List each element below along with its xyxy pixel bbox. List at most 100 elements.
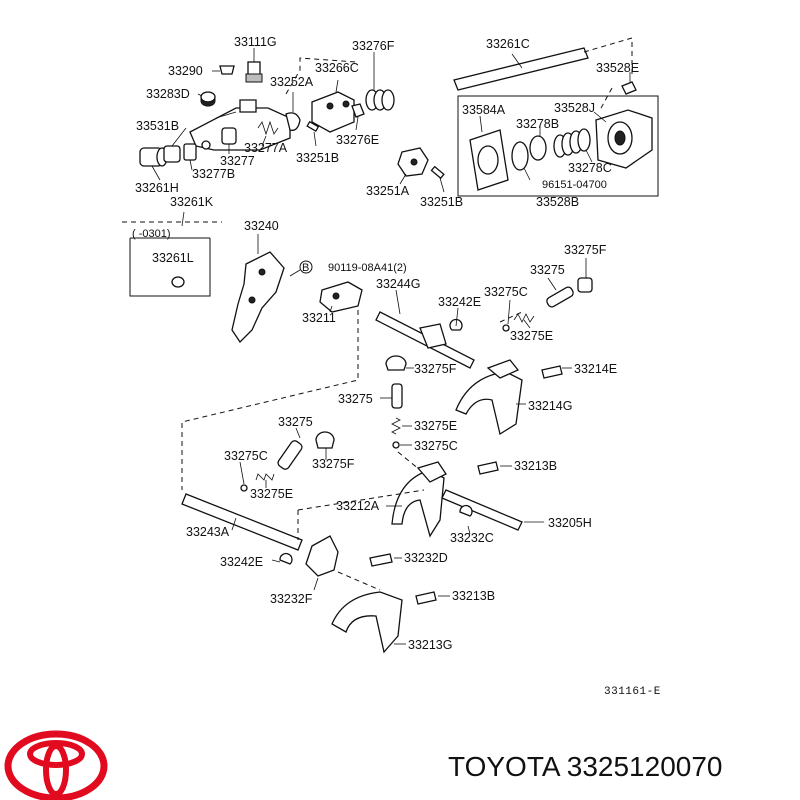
label-33283D: 33283D xyxy=(146,87,190,101)
label-33275-left: 33275 xyxy=(278,415,313,429)
label-33232F: 33232F xyxy=(270,592,313,606)
label-33278B: 33278B xyxy=(516,117,559,131)
label-33244G: 33244G xyxy=(376,277,420,291)
part-33232C xyxy=(459,504,473,517)
label-33251A: 33251A xyxy=(366,184,410,198)
label-33276F: 33276F xyxy=(352,39,395,53)
part-33251B-bottom xyxy=(430,165,445,180)
label-33528J: 33528J xyxy=(554,101,595,115)
part-33531B xyxy=(163,145,181,163)
label-33232C: 33232C xyxy=(450,531,494,545)
label-96151-04700: 96151-04700 xyxy=(542,179,607,191)
label-33277: 33277 xyxy=(220,154,255,168)
label-33212A: 33212A xyxy=(336,499,380,513)
part-33213B-bottom xyxy=(415,591,437,605)
label-33243A: 33243A xyxy=(186,525,230,539)
variant-box-33261L xyxy=(122,211,222,297)
label-33252A: 33252A xyxy=(270,75,314,89)
label-33275E-left: 33275E xyxy=(250,487,293,501)
part-33528E xyxy=(621,81,637,95)
label-0301: ( -0301) xyxy=(132,228,171,240)
label-33277B: 33277B xyxy=(192,167,235,181)
part-33275E-left xyxy=(255,473,275,481)
label-33275-mid: 33275 xyxy=(338,392,373,406)
part-33275-right xyxy=(546,286,574,308)
part-33277 xyxy=(221,127,237,145)
part-33278B xyxy=(529,135,547,161)
label-33275C-left: 33275C xyxy=(224,449,268,463)
label-33232D: 33232D xyxy=(404,551,448,565)
part-33214E xyxy=(541,365,563,379)
part-33243A xyxy=(181,493,303,551)
part-33261L xyxy=(171,276,185,288)
part-33240 xyxy=(231,251,285,344)
label-33531B: 33531B xyxy=(136,119,179,133)
label-33111G: 33111G xyxy=(234,35,277,49)
part-33232F xyxy=(305,535,339,577)
part-33275C-mid xyxy=(392,441,400,449)
label-33290: 33290 xyxy=(168,64,203,78)
label-33275-right: 33275 xyxy=(530,263,565,277)
part-33275C-right xyxy=(502,324,510,332)
part-33252A xyxy=(285,112,301,131)
part-33290 xyxy=(219,65,235,75)
label-33214E: 33214E xyxy=(574,362,617,376)
shift-fork-33213G-group xyxy=(271,535,450,654)
label-33275C-mid: 33275C xyxy=(414,439,458,453)
part-33275F-mid xyxy=(385,355,407,371)
label-33261L: 33261L xyxy=(152,251,194,265)
label-33275E-right: 33275E xyxy=(510,329,553,343)
label-33261C: 33261C xyxy=(486,37,530,51)
box-33528B xyxy=(457,95,659,197)
part-33242E-left xyxy=(279,552,293,565)
label-33213B-top: 33213B xyxy=(514,459,557,473)
label-33251B-bottom: 33251B xyxy=(420,195,463,209)
shift-fork-33212A-group xyxy=(181,461,544,551)
part-labels: 33111G 33290 33283D 33531B 33261H 33277B… xyxy=(132,35,661,698)
shift-lever-housing-group xyxy=(139,48,445,193)
label-33275F-left: 33275F xyxy=(312,457,355,471)
part-33275F-right xyxy=(577,277,593,293)
part-33111G-base xyxy=(245,73,263,83)
label-33214G: 33214G xyxy=(528,399,572,413)
part-33213G xyxy=(331,591,403,654)
label-33251B-top: 33251B xyxy=(296,151,339,165)
label-90119-mark: B xyxy=(302,262,309,274)
label-33261K: 33261K xyxy=(170,195,214,209)
part-33277B xyxy=(183,143,197,161)
label-33213B-bottom: 33213B xyxy=(452,589,495,603)
shift-fork-33214G-group xyxy=(380,355,572,471)
shift-fork-shaft-33244G-group xyxy=(181,234,523,490)
label-33275F-right: 33275F xyxy=(564,243,607,257)
label-33213G: 33213G xyxy=(408,638,452,652)
part-33275E-right xyxy=(513,313,535,323)
label-33242E-left: 33242E xyxy=(220,555,263,569)
part-33275F-left xyxy=(315,431,335,449)
part-96151-04700 xyxy=(511,141,529,171)
part-33275-left xyxy=(277,440,303,470)
label-33242E-right: 33242E xyxy=(438,295,481,309)
part-33205H xyxy=(441,489,523,531)
part-33213B-top xyxy=(477,461,499,475)
part-33275C-left xyxy=(240,484,248,492)
part-33251B-top xyxy=(306,120,320,132)
label-33528B: 33528B xyxy=(536,195,579,209)
part-33277A xyxy=(257,120,279,136)
detent-stack-right xyxy=(502,258,593,332)
label-33277A: 33277A xyxy=(244,141,288,155)
part-33214G xyxy=(455,371,523,436)
part-33211 xyxy=(319,281,363,313)
catalog-code: 331161-E xyxy=(604,686,661,698)
part-33276E xyxy=(351,103,365,118)
part-33261C xyxy=(453,47,589,91)
label-33276E: 33276E xyxy=(336,133,379,147)
label-33275F-mid: 33275F xyxy=(414,362,457,376)
label-33528E: 33528E xyxy=(596,61,639,75)
label-90119: 90119-08A41(2) xyxy=(328,262,407,274)
label-33275E-mid: 33275E xyxy=(414,419,457,433)
label-33266C: 33266C xyxy=(315,61,359,75)
label-33275C-right: 33275C xyxy=(484,285,528,299)
part-33266C xyxy=(311,91,355,133)
label-33211: 33211 xyxy=(302,311,336,325)
